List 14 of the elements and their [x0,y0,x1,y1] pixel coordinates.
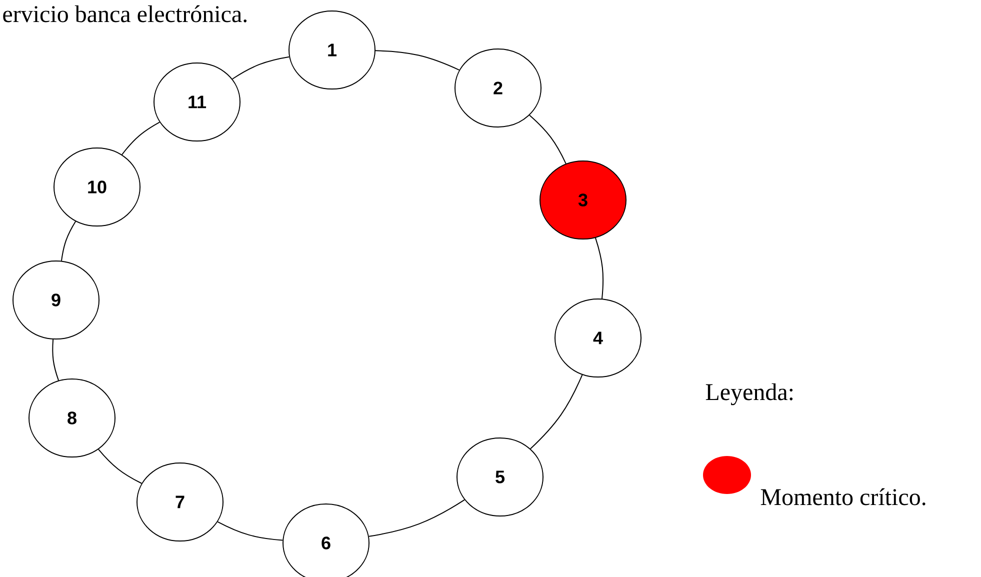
connector-line [98,448,142,484]
legend-heading: Leyenda: [706,383,793,406]
title-text: ervicio banca electrónica. [3,5,247,22]
connector-line [121,122,160,156]
connector-line [594,237,604,300]
connector-line [217,521,284,541]
connector-line [368,499,466,537]
connector-line [52,338,60,381]
connector-line [232,56,290,80]
connector-line [529,114,566,164]
connector-line [60,220,76,262]
connector-line [530,374,583,450]
connector-line [375,50,460,71]
legend-text: Momento crítico. [760,488,926,506]
